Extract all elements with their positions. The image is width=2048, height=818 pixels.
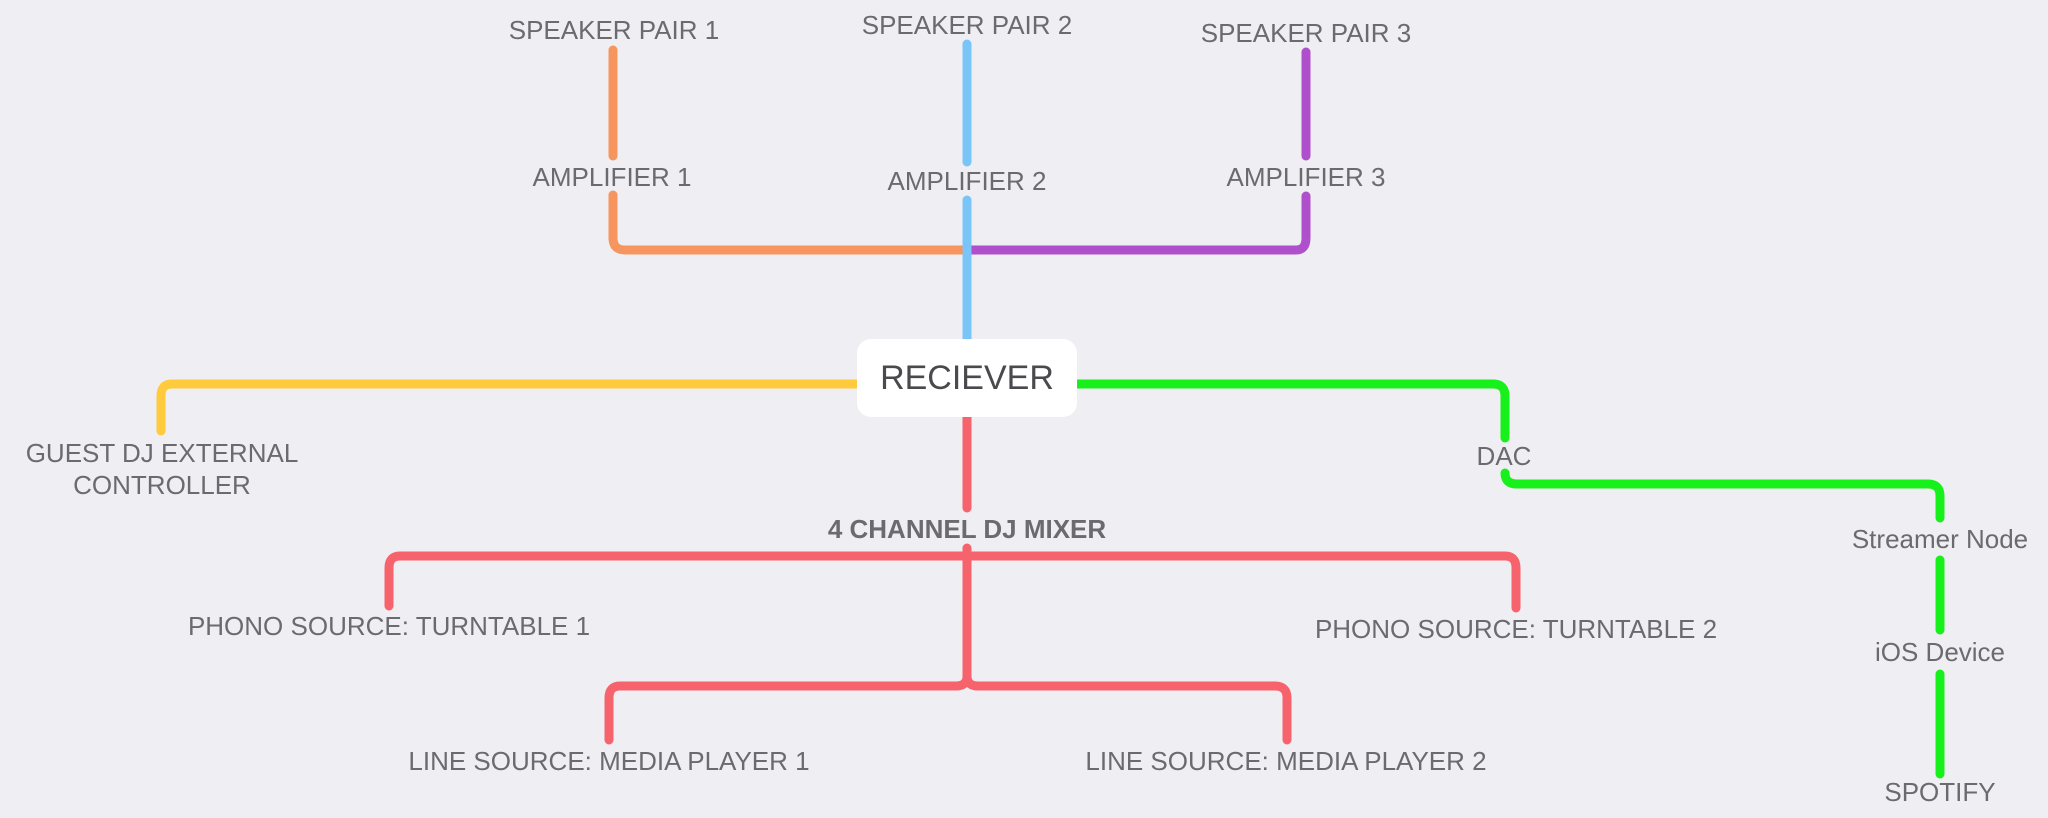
- node-spotify[interactable]: SPOTIFY: [1884, 777, 1996, 807]
- connector-dac: [1072, 379, 1510, 443]
- node-media-player-1[interactable]: LINE SOURCE: MEDIA PLAYER 1: [408, 746, 810, 776]
- connector-streamer-node: [1500, 468, 1945, 523]
- connector-turntable-2: [962, 551, 1521, 613]
- connector-turntable-1: [384, 543, 972, 611]
- connector-media-player-1: [604, 551, 972, 745]
- node-turntable-2[interactable]: PHONO SOURCE: TURNTABLE 2: [1314, 614, 1718, 644]
- connector-guest-dj: [156, 379, 862, 436]
- connector-amplifier-3: [962, 191, 1311, 255]
- node-streamer-node[interactable]: Streamer Node: [1851, 524, 2029, 554]
- receiver-root-node[interactable]: RECIEVER: [857, 339, 1077, 417]
- node-guest-dj-controller[interactable]: GUEST DJ EXTERNAL CONTROLLER: [25, 438, 299, 500]
- node-turntable-1[interactable]: PHONO SOURCE: TURNTABLE 1: [187, 611, 591, 641]
- connector-amplifier-1: [608, 190, 972, 255]
- node-speaker-pair-3[interactable]: SPEAKER PAIR 3: [1200, 18, 1412, 48]
- node-amplifier-2[interactable]: AMPLIFIER 2: [887, 166, 1047, 196]
- node-speaker-pair-2[interactable]: SPEAKER PAIR 2: [861, 10, 1073, 40]
- node-amplifier-3[interactable]: AMPLIFIER 3: [1226, 162, 1386, 192]
- node-dac[interactable]: DAC: [1476, 441, 1532, 471]
- connector-media-player-2: [962, 671, 1292, 745]
- node-mixer[interactable]: 4 CHANNEL DJ MIXER: [827, 514, 1107, 544]
- node-speaker-pair-1[interactable]: SPEAKER PAIR 1: [508, 15, 720, 45]
- node-ios-device[interactable]: iOS Device: [1874, 637, 2006, 667]
- node-amplifier-1[interactable]: AMPLIFIER 1: [532, 162, 692, 192]
- node-media-player-2[interactable]: LINE SOURCE: MEDIA PLAYER 2: [1085, 746, 1487, 776]
